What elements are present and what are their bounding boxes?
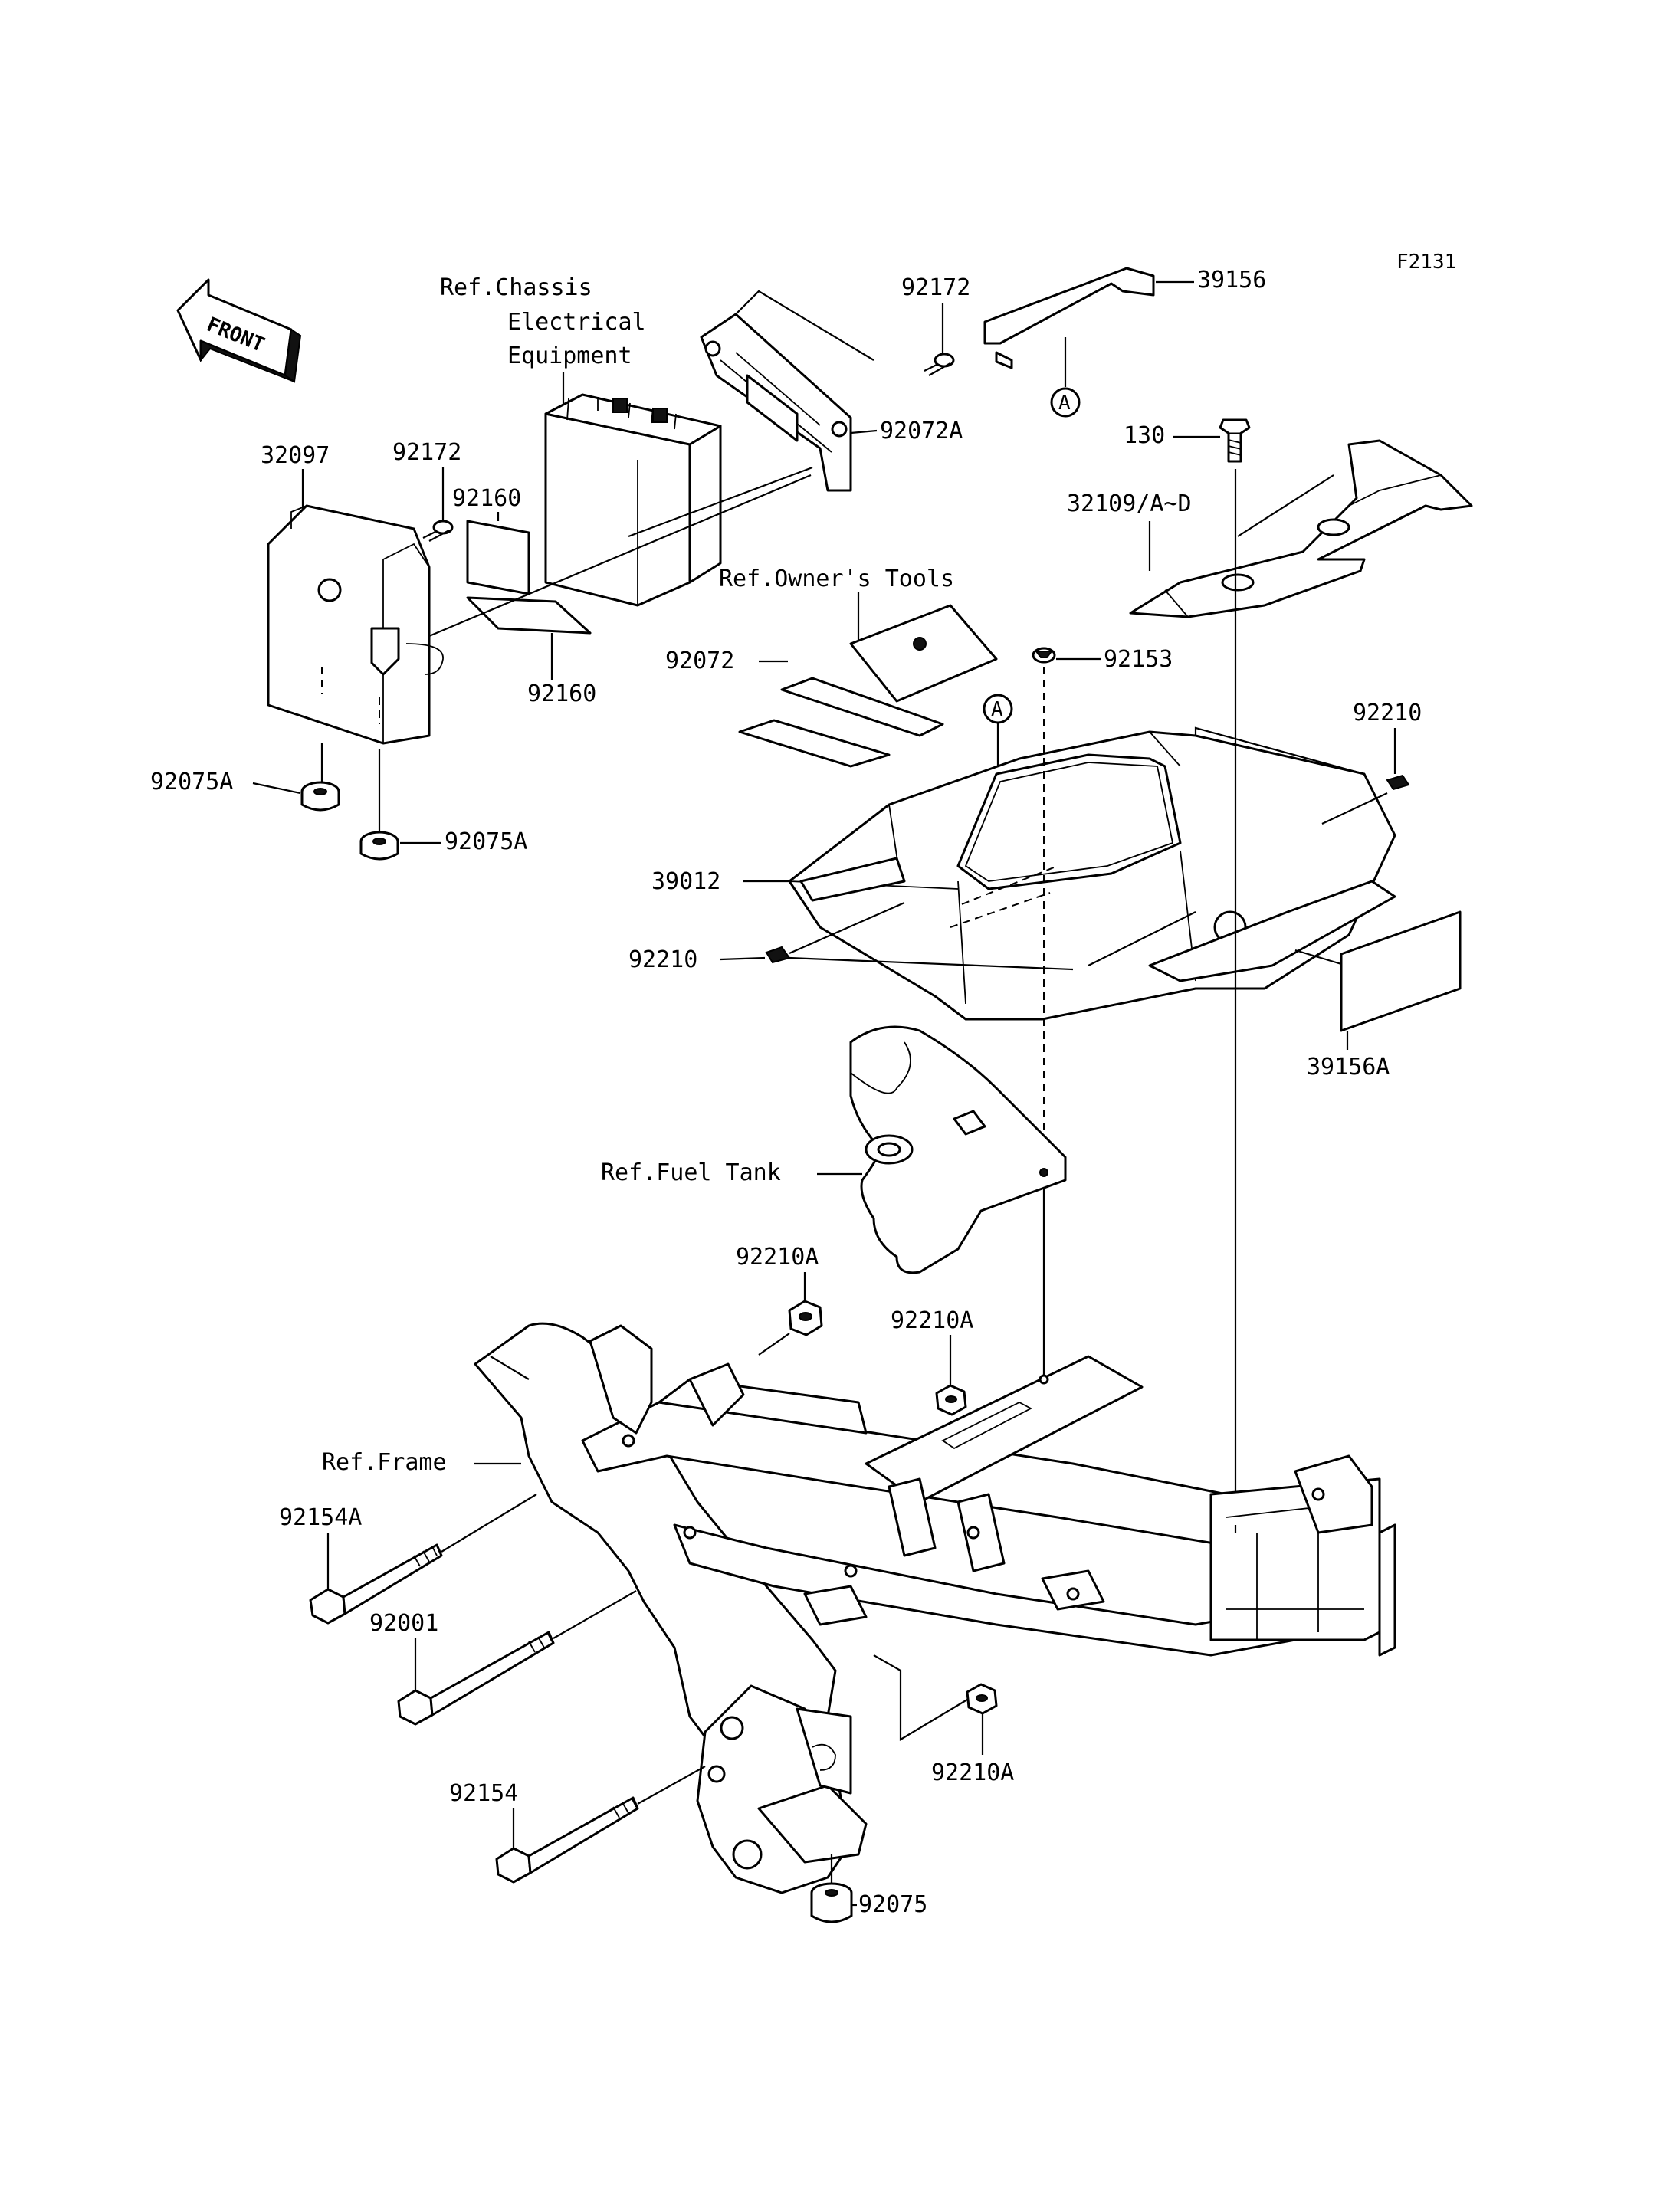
screw-92172-top [924,353,955,376]
screw-92153 [1032,647,1056,664]
bolt-92001 [397,1631,555,1726]
figure-code: F2131 [1396,251,1456,274]
label-92210-left: 92210 [628,946,697,973]
ref-marker-a-mid-text: A [991,698,1003,721]
label-92072A: 92072A [880,418,963,444]
label-92072: 92072 [665,648,734,674]
front-arrow-icon: FRONT [176,278,302,383]
label-92153: 92153 [1104,646,1173,673]
tray-39012 [788,730,1396,1021]
label-92172-left: 92172 [392,439,461,466]
ref-chassis-label: Ref.Chassis [440,274,592,301]
nut-92210A-b [935,1384,967,1416]
bolt-130 [1219,418,1251,463]
label-92154: 92154 [449,1780,518,1807]
label-92154A: 92154A [279,1504,362,1531]
label-39156A: 39156A [1307,1054,1390,1080]
screw-92172-left [422,520,454,542]
label-92210A-b: 92210A [891,1307,973,1334]
grommet-92075A-right [359,831,399,861]
pad-92160-lower [466,596,592,635]
ref-electrical-label: Electrical [507,309,646,336]
bolt-92154 [495,1796,639,1884]
nut-92210A-c [966,1683,998,1715]
grommet-92075A-left [300,781,340,812]
ref-frame-label: Ref.Frame [322,1449,447,1476]
label-39156: 39156 [1197,267,1266,293]
label-92160-bottom: 92160 [527,680,596,707]
nut-92210A-a [788,1300,823,1336]
pad-39156A [1340,910,1462,1032]
ecu-box [267,504,444,745]
clip-92210-right [1386,774,1410,791]
bracket-92072A [700,313,852,492]
mount-92075 [810,1882,853,1923]
label-32109: 32109/A~D [1067,490,1192,517]
ref-equipment-label: Equipment [507,343,632,369]
label-92210A-c: 92210A [931,1759,1014,1786]
ref-marker-a-top [1050,387,1081,418]
label-32097: 32097 [261,442,330,469]
owners-tools-kit [738,604,998,768]
clip-92210-left [765,946,791,964]
label-130: 130 [1124,422,1165,449]
fuel-tank-ref [849,1025,1067,1274]
label-92210-right: 92210 [1353,700,1422,726]
frame [474,1322,1396,1894]
label-92001: 92001 [369,1610,438,1637]
cover-32109 [1129,439,1473,618]
label-39012: 39012 [651,868,720,895]
label-92160-top: 92160 [452,485,521,512]
label-92172-top: 92172 [901,274,970,301]
label-92075: 92075 [858,1891,927,1918]
pad-92160-upper [466,520,530,595]
label-92075A-right: 92075A [445,828,527,855]
battery [544,393,722,607]
ref-marker-a-top-text: A [1058,392,1071,415]
label-92210A-a: 92210A [736,1244,819,1271]
label-92075A-left: 92075A [150,769,233,795]
ref-owners-tools-label: Ref.Owner's Tools [719,566,954,592]
ref-fuel-tank-label: Ref.Fuel Tank [601,1159,781,1186]
strap-39156 [983,267,1155,369]
